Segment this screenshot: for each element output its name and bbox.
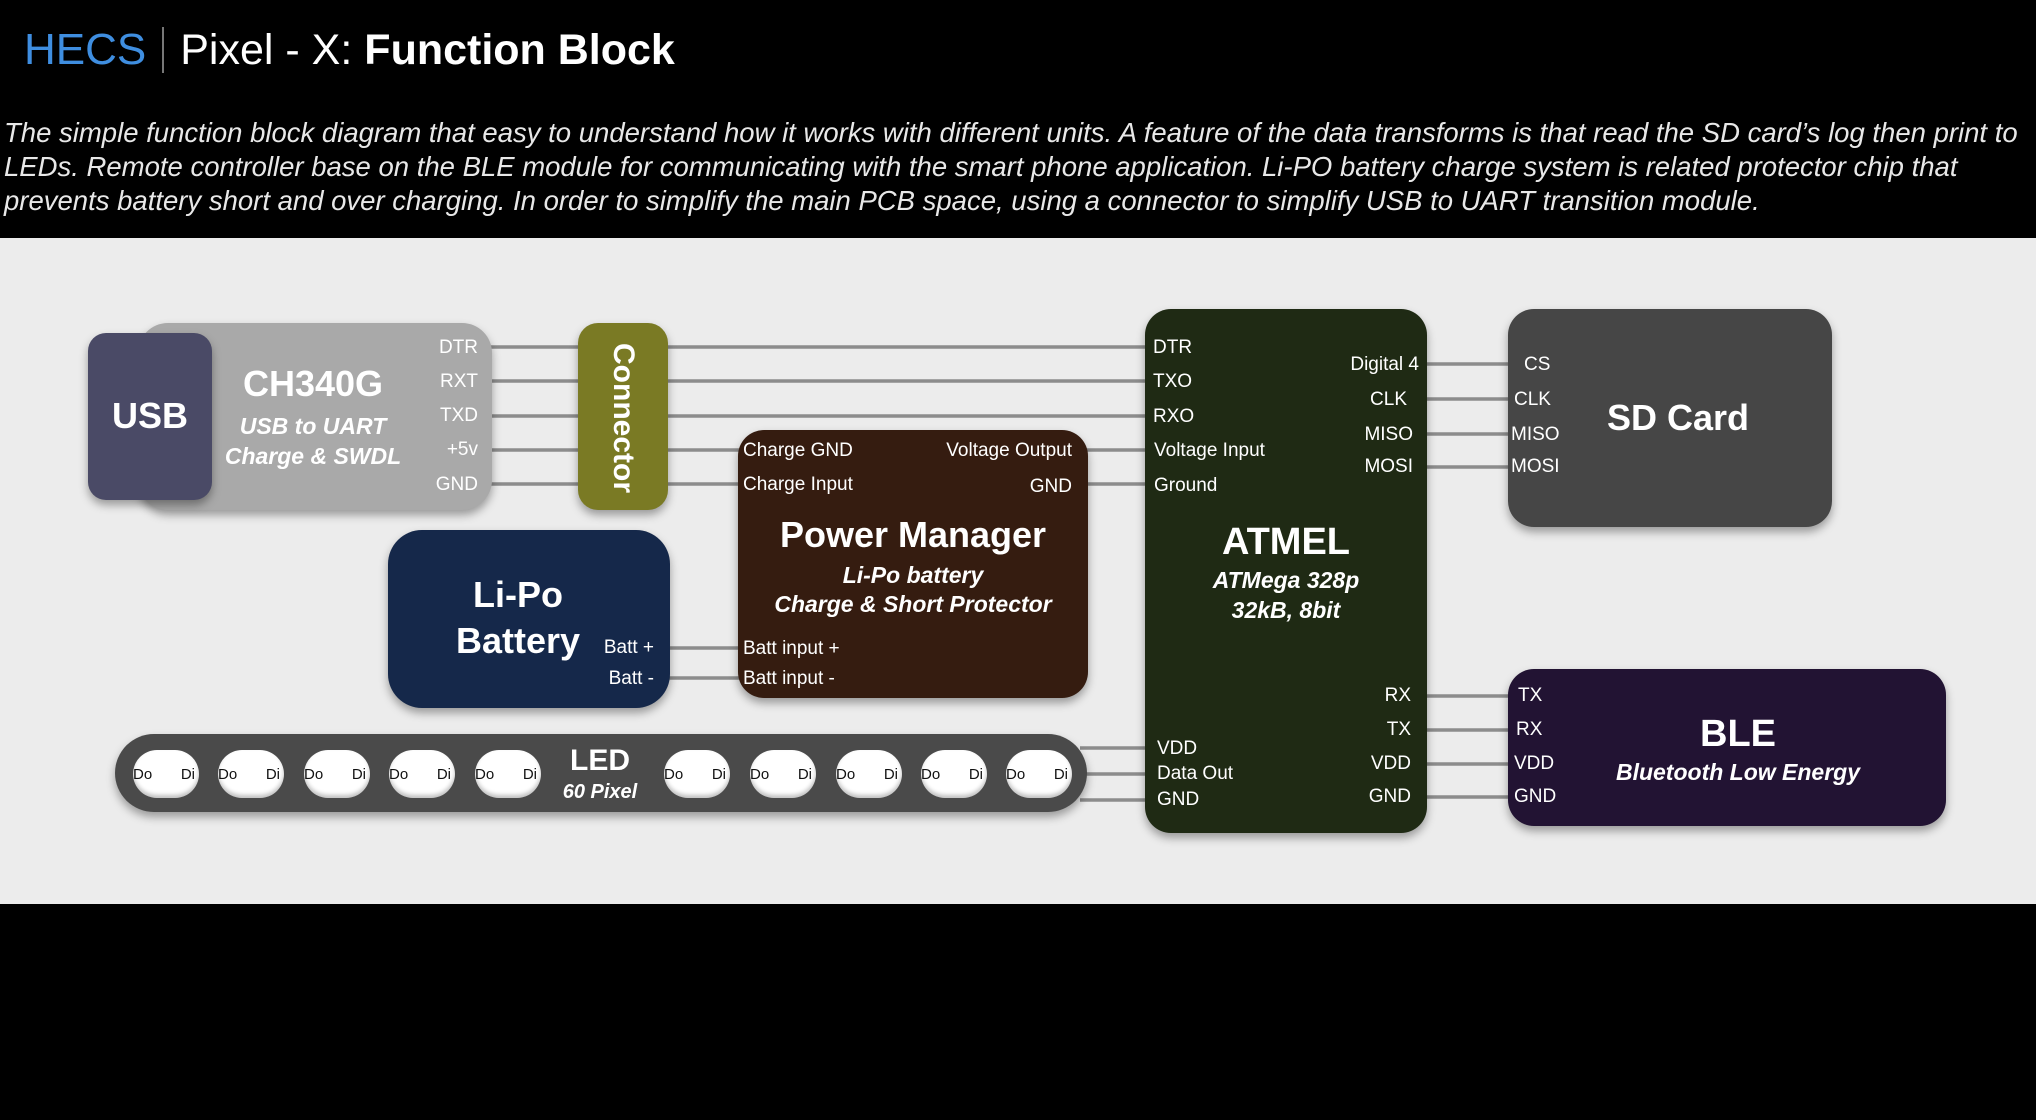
led-pin-di: Di bbox=[1053, 766, 1068, 783]
atmel-pin-vdd-left: VDD bbox=[1157, 738, 1198, 759]
led-pin-do: Do bbox=[664, 766, 684, 783]
atmel-pin-rxo: RXO bbox=[1153, 406, 1195, 427]
sd-pin-mosi: MOSI bbox=[1511, 456, 1560, 477]
ble-pin-rx: RX bbox=[1516, 719, 1543, 740]
led-pin-di: Di bbox=[968, 766, 983, 783]
atmel-pin-txo: TXO bbox=[1153, 371, 1193, 392]
power-manager-block: Charge GND Charge Input Voltage Output G… bbox=[738, 430, 1088, 698]
header: HECS Pixel - X: Function Block bbox=[24, 20, 675, 80]
led-pixel: Do Di bbox=[389, 750, 455, 798]
led-pin-do: Do bbox=[218, 766, 238, 783]
atmel-pin-gnd-right: GND bbox=[1368, 786, 1411, 807]
power-sub1: Li-Po battery bbox=[842, 562, 984, 588]
ch340g-pin-rxt: RXT bbox=[440, 371, 478, 392]
ble-pin-gnd: GND bbox=[1514, 786, 1557, 807]
battery-pin-minus: Batt - bbox=[608, 668, 654, 689]
led-title: LED bbox=[570, 744, 630, 777]
sd-card-title: SD Card bbox=[1606, 397, 1750, 438]
power-pin-batt-input-minus: Batt input - bbox=[743, 668, 835, 689]
led-pin-di: Di bbox=[883, 766, 898, 783]
atmel-pin-ground: Ground bbox=[1154, 475, 1218, 496]
led-pixel: Do Di bbox=[304, 750, 370, 798]
header-separator bbox=[162, 27, 165, 73]
led-pin-do: Do bbox=[133, 766, 153, 783]
led-pixel: Do Di bbox=[218, 750, 284, 798]
led-pin-do: Do bbox=[750, 766, 770, 783]
led-pixel: Do Di bbox=[1006, 750, 1072, 798]
atmel-pin-vdd-right: VDD bbox=[1370, 753, 1411, 774]
ch340g-pin-gnd: GND bbox=[435, 474, 478, 495]
led-pixel: Do Di bbox=[750, 750, 816, 798]
page-title: Pixel - X: bbox=[180, 25, 353, 74]
ble-pin-vdd: VDD bbox=[1514, 753, 1555, 774]
atmel-pin-voltage-input: Voltage Input bbox=[1154, 440, 1265, 461]
ble-block: TX RX VDD GND BLE Bluetooth Low Energy bbox=[1508, 669, 1946, 826]
led-pixel: Do Di bbox=[836, 750, 902, 798]
sd-pin-cs: CS bbox=[1524, 354, 1551, 375]
atmel-sub1: ATMega 328p bbox=[1212, 567, 1360, 593]
sd-card-block: CS CLK MISO MOSI SD Card bbox=[1508, 309, 1832, 527]
led-pin-di: Di bbox=[436, 766, 451, 783]
power-sub2: Charge & Short Protector bbox=[774, 591, 1052, 617]
power-pin-voltage-output: Voltage Output bbox=[946, 440, 1072, 461]
usb-block: USB bbox=[88, 333, 212, 500]
atmel-pin-data-out: Data Out bbox=[1157, 763, 1234, 784]
power-pin-gnd: GND bbox=[1029, 476, 1072, 497]
ch340g-pin-txd: TXD bbox=[440, 405, 478, 426]
led-pixel: Do Di bbox=[133, 750, 199, 798]
ch340g-sub1: USB to UART bbox=[239, 413, 387, 439]
battery-title-1: Li-Po bbox=[473, 574, 563, 615]
atmel-pin-rx: RX bbox=[1384, 685, 1411, 706]
led-pixel: Do Di bbox=[921, 750, 987, 798]
ch340g-pin-dtr: DTR bbox=[438, 337, 478, 358]
atmel-pin-digital-4: Digital 4 bbox=[1350, 354, 1419, 375]
battery-pin-plus: Batt + bbox=[603, 637, 654, 658]
led-pin-di: Di bbox=[711, 766, 726, 783]
led-sub: 60 Pixel bbox=[562, 781, 638, 803]
atmel-pin-gnd-left: GND bbox=[1157, 789, 1200, 810]
atmel-pin-tx: TX bbox=[1386, 719, 1411, 740]
page-title-bold: Function Block bbox=[364, 25, 675, 74]
led-pin-di: Di bbox=[797, 766, 812, 783]
led-pixel: Do Di bbox=[664, 750, 730, 798]
atmel-pin-clk: CLK bbox=[1370, 389, 1407, 410]
sd-pin-miso: MISO bbox=[1511, 424, 1560, 445]
atmel-pin-dtr: DTR bbox=[1153, 337, 1193, 358]
led-pin-di: Di bbox=[265, 766, 280, 783]
ch340g-pin-5v: +5v bbox=[446, 439, 478, 460]
ch340g-title: CH340G bbox=[242, 363, 384, 404]
description: The simple function block diagram that e… bbox=[4, 117, 2018, 216]
battery-title-2: Battery bbox=[455, 620, 581, 661]
led-pin-do: Do bbox=[836, 766, 856, 783]
power-pin-batt-input-plus: Batt input + bbox=[743, 638, 840, 659]
led-pixel: Do Di bbox=[475, 750, 541, 798]
atmel-pin-mosi: MOSI bbox=[1364, 456, 1413, 477]
atmel-pin-miso: MISO bbox=[1364, 424, 1413, 445]
ble-title: BLE bbox=[1700, 713, 1776, 755]
brand: HECS bbox=[24, 25, 147, 74]
led-pin-di: Di bbox=[522, 766, 537, 783]
led-pin-do: Do bbox=[1006, 766, 1026, 783]
connector-block: Connector bbox=[578, 323, 668, 510]
atmel-title: ATMEL bbox=[1221, 521, 1351, 563]
atmel-block: DTR TXO RXO Voltage Input Ground Digital… bbox=[1145, 309, 1427, 833]
led-pin-do: Do bbox=[389, 766, 409, 783]
led-pin-do: Do bbox=[921, 766, 941, 783]
battery-block: Li-Po Battery Batt + Batt - bbox=[388, 530, 670, 708]
power-pin-charge-input: Charge Input bbox=[743, 474, 853, 495]
led-pin-di: Di bbox=[180, 766, 195, 783]
ble-sub: Bluetooth Low Energy bbox=[1615, 759, 1861, 785]
connector-title: Connector bbox=[607, 343, 640, 493]
ble-pin-tx: TX bbox=[1518, 685, 1543, 706]
sd-pin-clk: CLK bbox=[1514, 389, 1551, 410]
led-pin-do: Do bbox=[475, 766, 495, 783]
led-pin-do: Do bbox=[304, 766, 324, 783]
power-pin-charge-gnd: Charge GND bbox=[743, 440, 853, 461]
power-title: Power Manager bbox=[779, 514, 1047, 555]
led-pin-di: Di bbox=[351, 766, 366, 783]
atmel-sub2: 32kB, 8bit bbox=[1231, 597, 1341, 623]
ch340g-sub2: Charge & SWDL bbox=[224, 443, 402, 469]
usb-title: USB bbox=[111, 395, 188, 436]
